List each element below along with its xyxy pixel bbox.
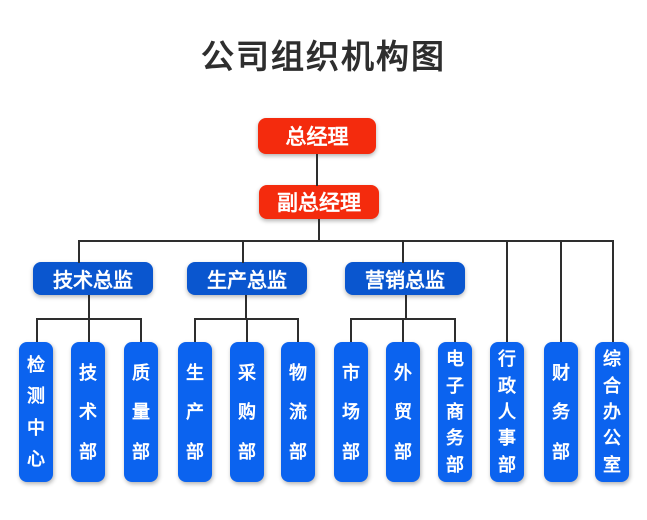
node-dept-quality: 质量部 (124, 342, 158, 482)
node-dept-general-office: 综合办公室 (595, 342, 629, 482)
connector-line (194, 318, 196, 342)
connector-line (316, 154, 318, 186)
node-director-technology: 技术总监 (33, 262, 153, 295)
connector-line (297, 318, 299, 342)
node-dept-foreign-trade: 外贸部 (386, 342, 420, 482)
node-deputy-general-manager: 副总经理 (259, 185, 379, 219)
node-dept-technology: 技术部 (71, 342, 105, 482)
connector-line (88, 318, 90, 342)
connector-line (318, 219, 320, 241)
connector-line (506, 240, 508, 342)
connector-line (350, 318, 352, 342)
connector-line (560, 240, 562, 342)
connector-line (36, 318, 38, 342)
node-dept-finance: 财务部 (544, 342, 578, 482)
node-dept-ecommerce: 电子商务部 (438, 342, 472, 482)
node-director-marketing: 营销总监 (345, 262, 465, 295)
connector-line (612, 240, 614, 342)
connector-line (246, 318, 248, 342)
node-dept-production: 生产部 (178, 342, 212, 482)
node-dept-market: 市场部 (334, 342, 368, 482)
connector-line (402, 240, 404, 263)
connector-line (88, 295, 90, 318)
node-general-manager: 总经理 (258, 118, 376, 154)
node-dept-purchasing: 采购部 (230, 342, 264, 482)
connector-line (140, 318, 142, 342)
node-dept-hr-admin: 行政人事部 (490, 342, 524, 482)
connector-line (78, 240, 614, 242)
node-dept-testing-center: 检测中心 (19, 342, 53, 482)
connector-line (78, 240, 80, 263)
connector-line (245, 295, 247, 318)
node-dept-logistics: 物流部 (281, 342, 315, 482)
connector-line (405, 295, 407, 318)
connector-line (402, 318, 404, 342)
node-director-production: 生产总监 (187, 262, 307, 295)
connector-line (242, 240, 244, 263)
page-title: 公司组织机构图 (201, 38, 446, 75)
connector-line (454, 318, 456, 342)
